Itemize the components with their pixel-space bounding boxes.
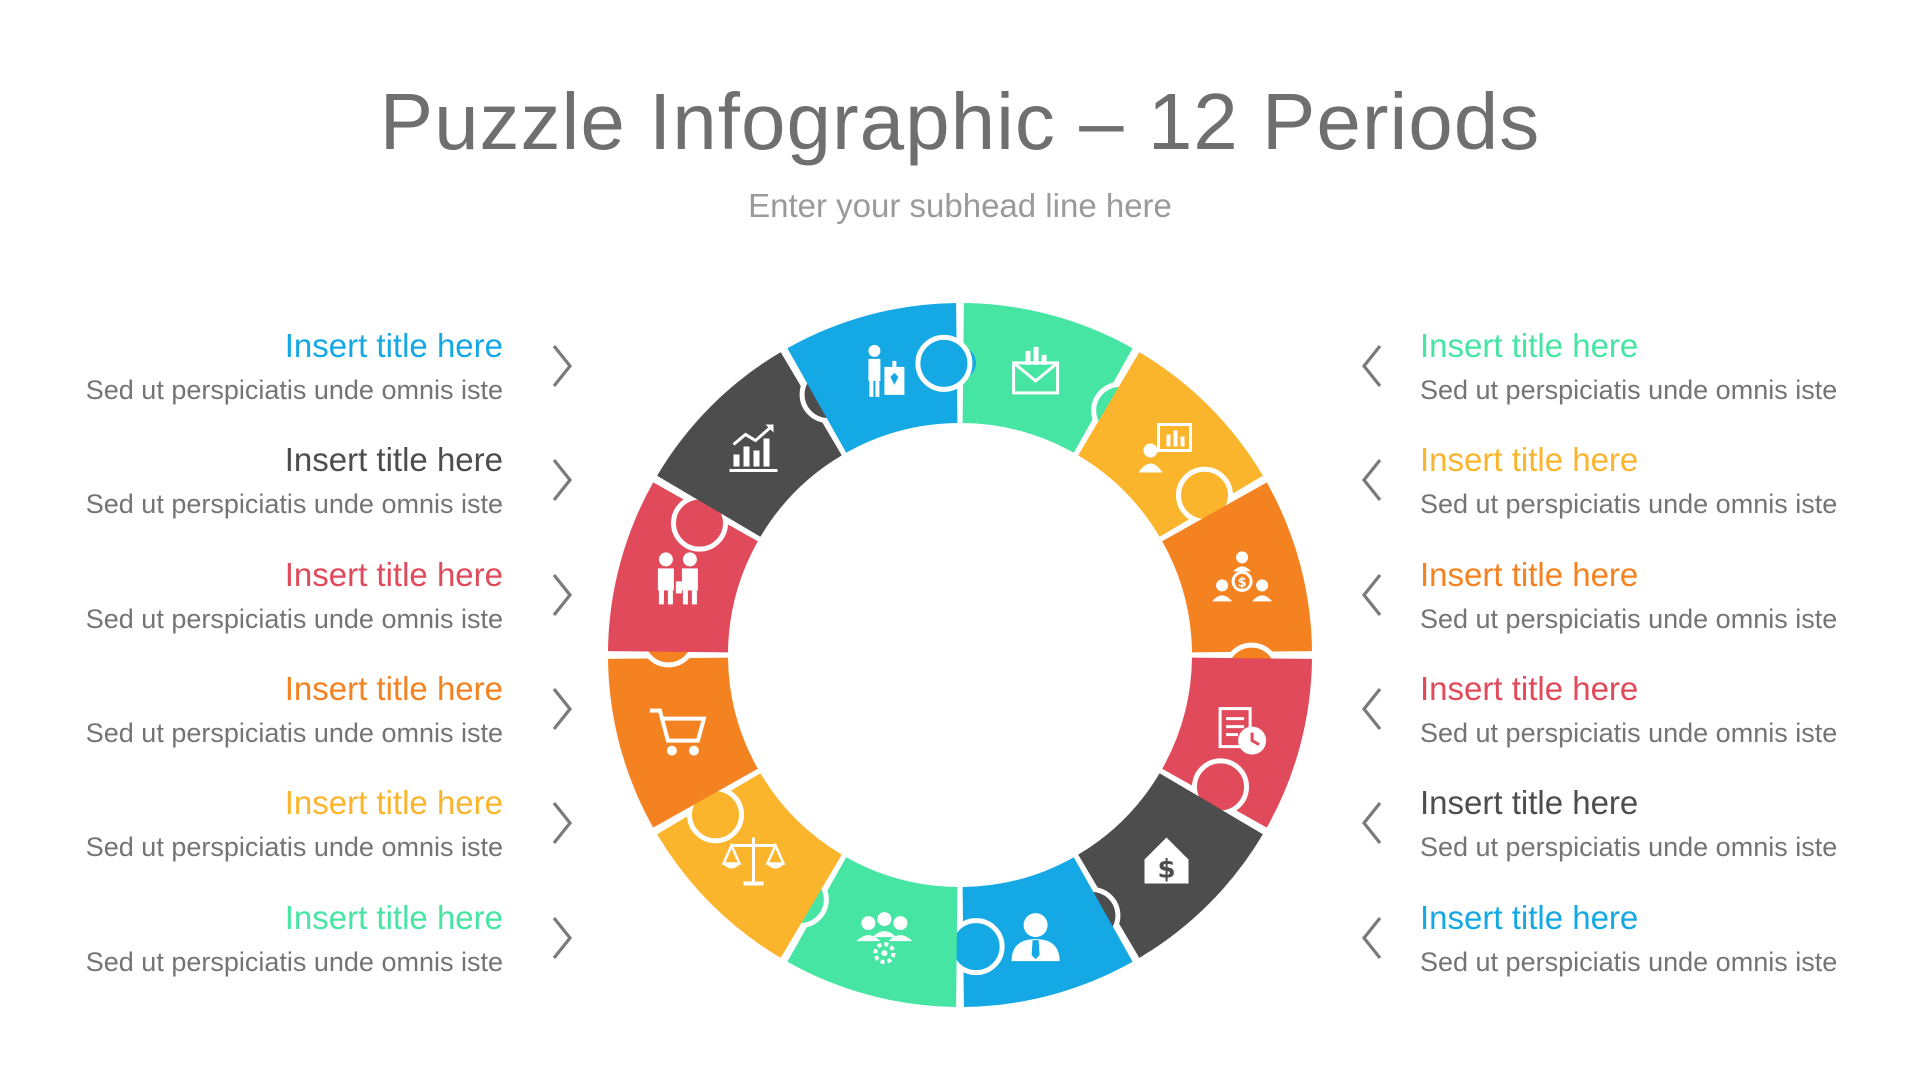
page-subtitle: Enter your subhead line here <box>748 187 1172 224</box>
svg-text:$: $ <box>1238 575 1247 590</box>
presentation-board-icon <box>1138 423 1192 473</box>
item-desc: Sed ut perspiciatis unde omnis iste <box>85 832 503 862</box>
item-desc: Sed ut perspiciatis unde omnis iste <box>1420 718 1838 748</box>
item-desc: Sed ut perspiciatis unde omnis iste <box>85 489 503 519</box>
item-title: Insert title here <box>284 784 503 821</box>
item-desc: Sed ut perspiciatis unde omnis iste <box>85 947 503 977</box>
item-title: Insert title here <box>1420 327 1639 364</box>
item-title: Insert title here <box>1420 441 1639 478</box>
chevron-left-icon <box>1361 802 1382 844</box>
chevron-left-icon <box>1361 345 1382 387</box>
svg-text:$: $ <box>1157 855 1175 885</box>
puzzle-ring: $$ <box>608 303 1312 1007</box>
item-title: Insert title here <box>1420 899 1639 936</box>
team-gear-icon <box>856 912 913 965</box>
puzzle-piece-8 <box>657 773 842 958</box>
business-partners-icon <box>657 552 698 605</box>
item-title: Insert title here <box>284 670 503 707</box>
item-title: Insert title here <box>284 441 503 478</box>
chevron-left-icon <box>1361 459 1382 501</box>
chevron-left-icon <box>1361 688 1382 730</box>
item-desc: Sed ut perspiciatis unde omnis iste <box>1420 947 1838 977</box>
page-title: Puzzle Infographic – 12 Periods <box>379 77 1541 166</box>
house-dollar-icon: $ <box>1144 837 1189 885</box>
chevron-right-icon <box>552 345 573 387</box>
chevron-right-icon <box>552 574 573 616</box>
item-desc: Sed ut perspiciatis unde omnis iste <box>85 604 503 634</box>
item-title: Insert title here <box>284 899 503 936</box>
document-clock-icon <box>1218 707 1267 755</box>
presenter-icon <box>868 344 905 397</box>
businessman-icon <box>1011 913 1060 962</box>
item-desc: Sed ut perspiciatis unde omnis iste <box>1420 604 1838 634</box>
item-title: Insert title here <box>284 556 503 593</box>
item-desc: Sed ut perspiciatis unde omnis iste <box>1420 489 1838 519</box>
item-desc: Sed ut perspiciatis unde omnis iste <box>1420 832 1838 862</box>
chevron-right-icon <box>552 688 573 730</box>
envelope-chart-icon <box>1012 346 1060 395</box>
chevron-left-icon <box>1361 917 1382 959</box>
item-desc: Sed ut perspiciatis unde omnis iste <box>85 718 503 748</box>
chevron-left-icon <box>1361 574 1382 616</box>
growth-chart-icon <box>729 424 778 472</box>
scales-icon <box>721 837 786 886</box>
chevron-right-icon <box>552 802 573 844</box>
shopping-cart-icon <box>649 708 707 756</box>
chevron-right-icon <box>552 917 573 959</box>
item-title: Insert title here <box>1420 670 1639 707</box>
item-title: Insert title here <box>284 327 503 364</box>
puzzle-piece-6 <box>944 857 1133 1007</box>
item-title: Insert title here <box>1420 784 1639 821</box>
item-desc: Sed ut perspiciatis unde omnis iste <box>85 375 503 405</box>
item-title: Insert title here <box>1420 556 1639 593</box>
team-money-icon: $ <box>1212 551 1273 602</box>
chevron-right-icon <box>552 459 573 501</box>
puzzle-piece-2 <box>1078 352 1263 537</box>
puzzle-piece-4 <box>1162 657 1312 828</box>
item-desc: Sed ut perspiciatis unde omnis iste <box>1420 375 1838 405</box>
